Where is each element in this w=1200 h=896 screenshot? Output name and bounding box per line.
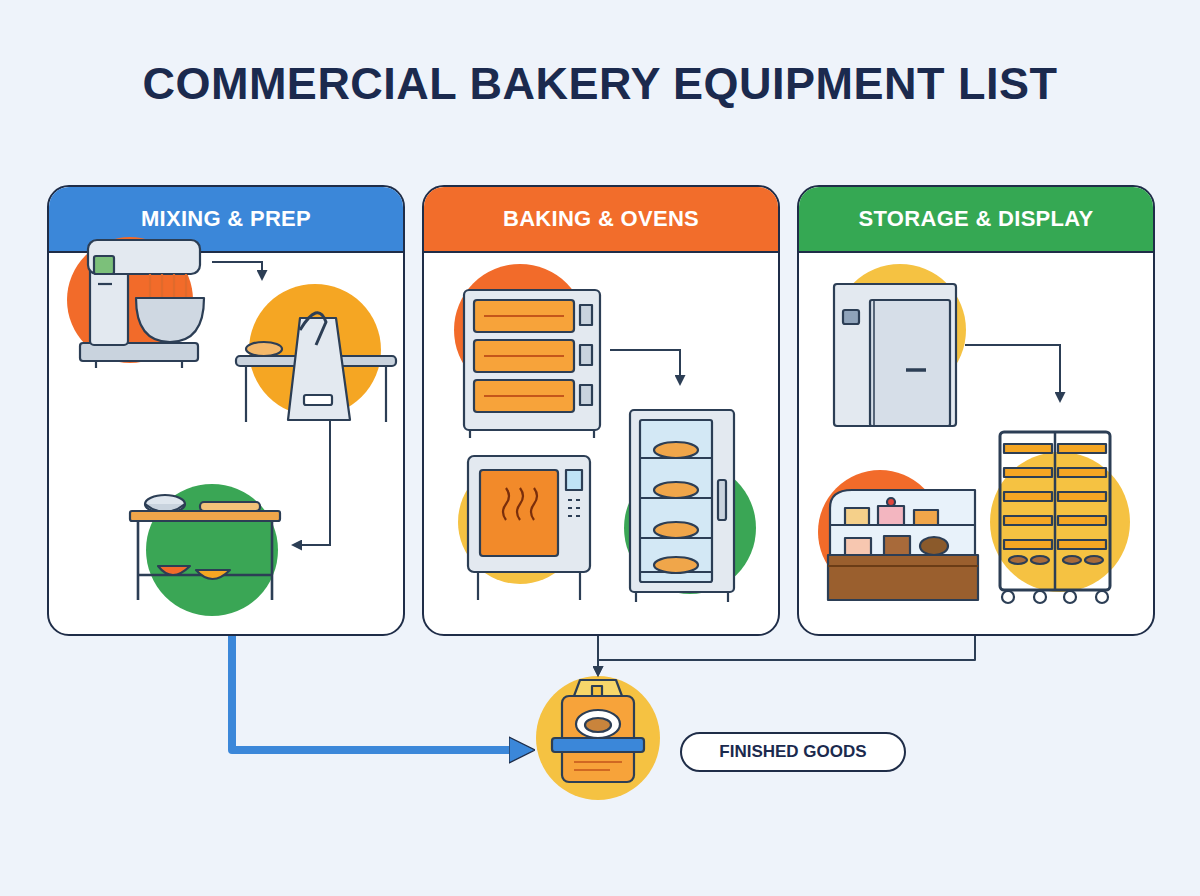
panel-heading: MIXING & PREP	[49, 187, 403, 253]
bread-bag-icon-part	[552, 738, 644, 752]
bread-bag-icon-part	[574, 762, 622, 770]
category-panel: STORAGE & DISPLAY	[797, 185, 1155, 636]
category-panel: BAKING & OVENS	[422, 185, 780, 636]
flow-connector	[232, 636, 509, 750]
panel-heading: BAKING & OVENS	[424, 187, 778, 253]
bread-bag-icon-part	[574, 680, 622, 696]
category-panel: MIXING & PREP	[47, 185, 405, 636]
flow-connector	[597, 636, 599, 666]
bread-bag-icon-part	[592, 686, 602, 706]
bread-bag-icon-part	[562, 696, 634, 782]
flow-connector	[598, 636, 975, 666]
diagram-title: COMMERCIAL BAKERY EQUIPMENT LIST	[0, 58, 1200, 110]
bread-bag-icon-part	[585, 718, 611, 732]
bread-bag-icon	[536, 676, 660, 800]
bread-bag-icon-part	[576, 710, 620, 738]
output-label: FINISHED GOODS	[680, 732, 906, 772]
panel-heading: STORAGE & DISPLAY	[799, 187, 1153, 253]
bread-bag-icon-part	[536, 676, 660, 800]
output-node: FINISHED GOODS	[535, 676, 907, 796]
